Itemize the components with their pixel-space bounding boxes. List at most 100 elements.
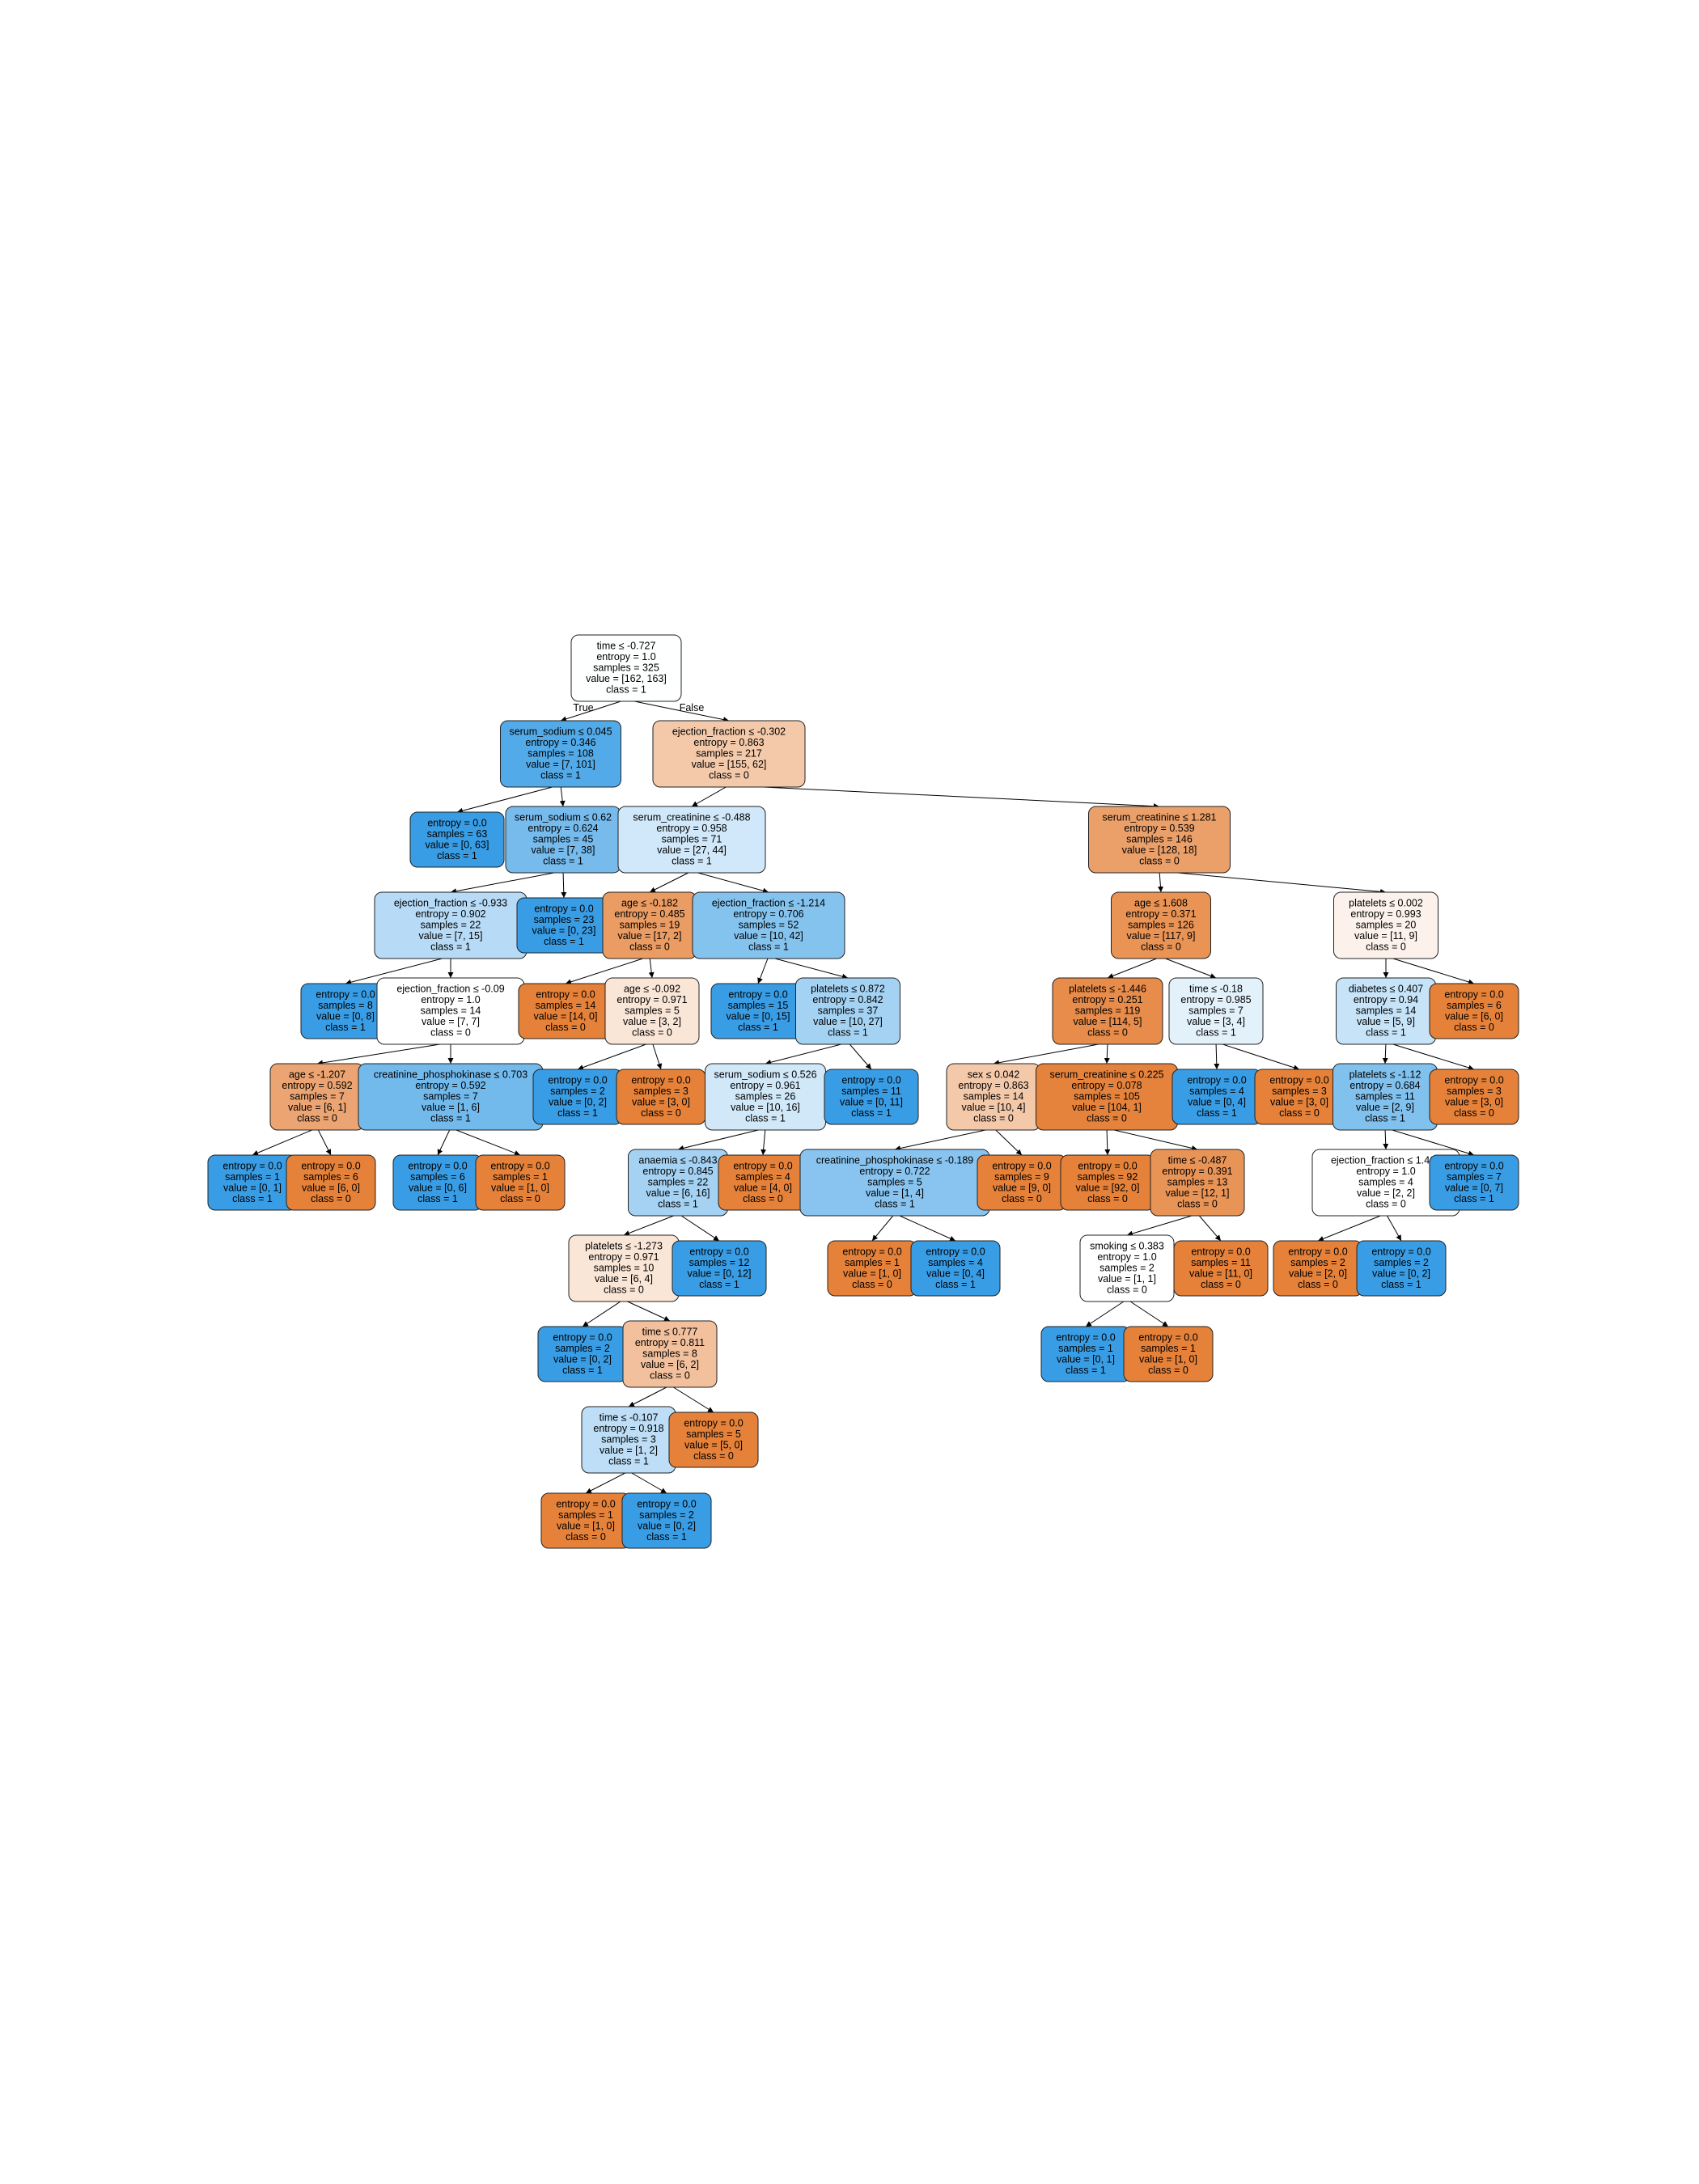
node-text-line: value = [1, 6] <box>422 1102 480 1113</box>
node-text-line: class = 0 <box>852 1279 892 1290</box>
tree-edge-33-45 <box>1383 1129 1389 1150</box>
node-text-line: entropy = 0.971 <box>616 994 687 1005</box>
node-text-line: entropy = 0.863 <box>693 737 764 748</box>
node-text-line: entropy = 0.0 <box>842 1246 901 1258</box>
node-text-line: value = [0, 1] <box>223 1183 282 1194</box>
tree-edge-1-4 <box>559 786 566 807</box>
false-branch-label: False <box>680 702 705 713</box>
node-text-line: creatinine_phosphokinase ≤ 0.703 <box>374 1069 527 1081</box>
tree-edge-41-50 <box>899 1215 956 1242</box>
tree-edge-14-23 <box>316 1043 440 1066</box>
tree-edge-6-12 <box>1177 872 1387 895</box>
node-text-line: value = [1, 0] <box>1139 1354 1197 1365</box>
node-text-line: value = [0, 11] <box>840 1097 903 1108</box>
node-text-line: class = 1 <box>544 936 584 947</box>
node-text-line: samples = 22 <box>648 1177 709 1188</box>
tree-edge-47-55 <box>582 1301 621 1327</box>
tree-edge-9-16 <box>648 958 655 979</box>
node-text-line: entropy = 0.0 <box>733 1161 792 1172</box>
node-text-line: entropy = 0.0 <box>1444 989 1503 1001</box>
node-text-line: samples = 146 <box>1126 834 1193 845</box>
node-text-line: class = 0 <box>297 1113 337 1124</box>
tree-edge-4-7 <box>450 872 554 895</box>
tree-edge-39-47 <box>623 1215 674 1236</box>
tree-edge-44-51 <box>1126 1215 1193 1237</box>
node-text-line: value = [0, 15] <box>727 1011 790 1022</box>
node-text-line: class = 1 <box>1066 1365 1106 1376</box>
node-text-line: class = 1 <box>935 1279 976 1290</box>
node-text-line: value = [10, 42] <box>734 930 803 942</box>
node-text-line: time ≤ -0.107 <box>600 1412 659 1424</box>
node-text-line: platelets ≤ 0.002 <box>1349 898 1423 909</box>
node-box <box>795 977 900 1045</box>
tree-edge-16-26 <box>652 1043 663 1070</box>
node-box <box>652 720 806 788</box>
node-box <box>1333 891 1438 959</box>
node-text-line: serum_sodium ≤ 0.045 <box>509 726 612 738</box>
node-text-line: samples = 4 <box>1189 1086 1244 1097</box>
tree-edge-2-6 <box>763 786 1160 810</box>
node-box <box>1123 1326 1214 1382</box>
node-text-line: class = 0 <box>1177 1199 1218 1210</box>
node-text-line: samples = 2 <box>639 1509 694 1521</box>
node-text-line: time ≤ -0.18 <box>1189 984 1243 995</box>
node-text-line: class = 0 <box>709 770 749 781</box>
node-text-line: entropy = 0.592 <box>415 1080 485 1091</box>
node-text-line: entropy = 0.0 <box>1444 1161 1503 1172</box>
node-text-line: samples = 126 <box>1128 920 1194 931</box>
node-text-line: value = [1, 0] <box>557 1521 615 1532</box>
tree-edge-1-3 <box>456 786 553 814</box>
tree-edge-45-54 <box>1387 1215 1402 1242</box>
node-text-line: value = [92, 0] <box>1076 1183 1140 1194</box>
node-text-line: samples = 1 <box>845 1257 900 1268</box>
node-text-line: platelets ≤ -1.12 <box>1349 1069 1421 1081</box>
node-text-line: class = 1 <box>658 1199 698 1210</box>
node-text-line: class = 0 <box>604 1285 644 1296</box>
node-text-line: samples = 8 <box>642 1348 697 1360</box>
node-text-line: samples = 7 <box>1447 1171 1502 1183</box>
node-text-line: samples = 3 <box>1272 1086 1327 1097</box>
node-text-line: entropy = 0.971 <box>588 1251 659 1263</box>
node-text-line: entropy = 0.0 <box>637 1499 696 1510</box>
node-text-line: value = [7, 15] <box>419 930 483 942</box>
node-text-line: class = 1 <box>828 1027 868 1039</box>
node-text-line: class = 1 <box>417 1193 458 1204</box>
node-text-line: samples = 5 <box>867 1177 922 1188</box>
node-text-line: smoking ≤ 0.383 <box>1090 1241 1164 1252</box>
node-text-line: class = 0 <box>1148 1365 1188 1376</box>
node-text-line: value = [0, 6] <box>409 1183 467 1194</box>
node-text-line: samples = 11 <box>841 1086 901 1097</box>
node-text-line: samples = 2 <box>1374 1257 1429 1268</box>
node-box <box>1356 1240 1447 1297</box>
node-text-line: value = [5, 9] <box>1357 1016 1415 1027</box>
tree-edge-41-49 <box>871 1215 894 1242</box>
node-text-line: entropy = 1.0 <box>1097 1251 1156 1263</box>
node-text-line: entropy = 0.0 <box>728 989 787 1001</box>
node-text-line: class = 0 <box>1454 1107 1494 1119</box>
node-text-line: age ≤ -1.207 <box>289 1069 345 1081</box>
node-text-line: class = 1 <box>1365 1113 1405 1124</box>
node-text-line: ejection_fraction ≤ -1.214 <box>712 898 825 909</box>
node-text-line: value = [12, 1] <box>1166 1187 1230 1199</box>
node-text-line: class = 1 <box>430 1113 471 1124</box>
node-text-line: entropy = 0.0 <box>556 1499 615 1510</box>
